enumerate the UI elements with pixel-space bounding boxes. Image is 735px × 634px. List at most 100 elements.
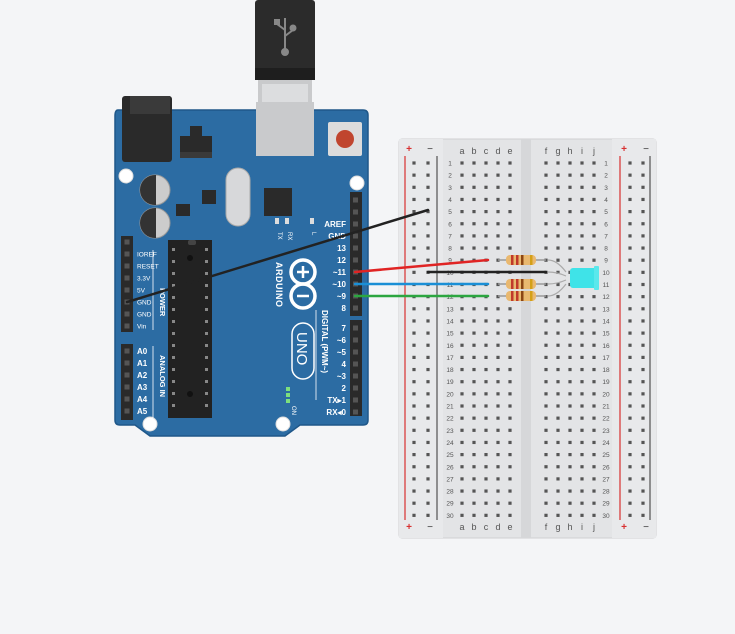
rail-hole[interactable]: [641, 161, 645, 165]
rail-hole[interactable]: [412, 307, 416, 311]
digital-pin[interactable]: [353, 397, 358, 403]
breadboard-hole[interactable]: [580, 234, 584, 238]
breadboard-hole[interactable]: [592, 234, 596, 238]
breadboard-hole[interactable]: [496, 440, 500, 445]
breadboard-hole[interactable]: [592, 197, 596, 202]
rail-hole[interactable]: [628, 465, 632, 469]
breadboard-hole[interactable]: [568, 489, 572, 493]
breadboard-hole[interactable]: [496, 222, 500, 226]
rail-hole[interactable]: [426, 404, 430, 408]
rail-hole[interactable]: [412, 453, 416, 457]
wire-red-pin-11[interactable]: [353, 258, 490, 274]
breadboard-hole[interactable]: [460, 440, 464, 445]
rail-hole[interactable]: [412, 210, 416, 214]
power-pin[interactable]: [124, 287, 130, 293]
breadboard-hole[interactable]: [496, 416, 500, 420]
rail-hole[interactable]: [412, 197, 416, 202]
breadboard-hole[interactable]: [496, 513, 500, 517]
breadboard-hole[interactable]: [592, 489, 596, 493]
rail-hole[interactable]: [426, 392, 430, 396]
digital-pin[interactable]: [353, 233, 358, 239]
digital-pin[interactable]: [353, 197, 358, 203]
breadboard-hole[interactable]: [472, 465, 476, 469]
breadboard-hole[interactable]: [496, 173, 500, 177]
rail-hole[interactable]: [641, 355, 645, 359]
breadboard-hole[interactable]: [472, 210, 476, 214]
breadboard-hole[interactable]: [556, 319, 560, 323]
analog-pin[interactable]: [124, 348, 130, 354]
breadboard-hole[interactable]: [496, 477, 500, 481]
rail-hole[interactable]: [628, 319, 632, 323]
breadboard-hole[interactable]: [472, 355, 476, 359]
breadboard-hole[interactable]: [496, 367, 500, 372]
rail-hole[interactable]: [426, 222, 430, 226]
breadboard-hole[interactable]: [580, 489, 584, 493]
power-pin[interactable]: [124, 251, 130, 257]
breadboard-hole[interactable]: [472, 416, 476, 420]
rail-hole[interactable]: [628, 258, 632, 262]
breadboard-hole[interactable]: [508, 392, 512, 396]
rail-hole[interactable]: [628, 416, 632, 420]
breadboard-hole[interactable]: [484, 392, 488, 396]
breadboard-hole[interactable]: [592, 367, 596, 372]
rail-hole[interactable]: [628, 270, 632, 274]
breadboard-hole[interactable]: [556, 355, 560, 359]
breadboard-hole[interactable]: [508, 416, 512, 420]
rail-hole[interactable]: [426, 380, 430, 384]
breadboard-hole[interactable]: [544, 343, 548, 347]
breadboard-hole[interactable]: [460, 404, 464, 408]
rail-hole[interactable]: [641, 367, 645, 372]
breadboard-hole[interactable]: [556, 210, 560, 214]
breadboard-hole[interactable]: [484, 234, 488, 238]
breadboard-hole[interactable]: [508, 343, 512, 347]
rail-hole[interactable]: [628, 367, 632, 372]
breadboard-hole[interactable]: [568, 367, 572, 372]
breadboard-hole[interactable]: [568, 513, 572, 517]
breadboard-hole[interactable]: [472, 392, 476, 396]
breadboard-hole[interactable]: [508, 465, 512, 469]
rail-hole[interactable]: [426, 428, 430, 432]
breadboard-hole[interactable]: [508, 307, 512, 311]
rail-hole[interactable]: [641, 428, 645, 432]
rail-hole[interactable]: [426, 477, 430, 481]
breadboard-hole[interactable]: [508, 234, 512, 238]
breadboard-hole[interactable]: [472, 331, 476, 335]
breadboard-hole[interactable]: [460, 489, 464, 493]
breadboard-hole[interactable]: [496, 234, 500, 238]
breadboard-hole[interactable]: [508, 440, 512, 445]
rail-hole[interactable]: [641, 489, 645, 493]
breadboard-hole[interactable]: [580, 331, 584, 335]
rail-hole[interactable]: [412, 513, 416, 517]
breadboard-hole[interactable]: [592, 380, 596, 384]
digital-pin[interactable]: [353, 349, 358, 355]
power-pin[interactable]: [124, 239, 130, 245]
breadboard-hole[interactable]: [568, 440, 572, 445]
rail-hole[interactable]: [628, 197, 632, 202]
breadboard-hole[interactable]: [544, 197, 548, 202]
breadboard-hole[interactable]: [544, 440, 548, 445]
rail-hole[interactable]: [426, 307, 430, 311]
breadboard-hole[interactable]: [556, 392, 560, 396]
breadboard-hole[interactable]: [568, 477, 572, 481]
breadboard-hole[interactable]: [544, 307, 548, 311]
breadboard-hole[interactable]: [472, 222, 476, 226]
breadboard-hole[interactable]: [508, 319, 512, 323]
rail-hole[interactable]: [426, 331, 430, 335]
breadboard-hole[interactable]: [544, 513, 548, 517]
rail-hole[interactable]: [412, 404, 416, 408]
breadboard-hole[interactable]: [508, 489, 512, 493]
rail-hole[interactable]: [628, 453, 632, 457]
breadboard-hole[interactable]: [508, 173, 512, 177]
breadboard-hole[interactable]: [484, 501, 488, 505]
breadboard-hole[interactable]: [580, 185, 584, 189]
rail-hole[interactable]: [412, 380, 416, 384]
breadboard-hole[interactable]: [460, 392, 464, 396]
rail-hole[interactable]: [426, 343, 430, 347]
breadboard-hole[interactable]: [568, 453, 572, 457]
rail-hole[interactable]: [412, 173, 416, 177]
breadboard-hole[interactable]: [508, 513, 512, 517]
breadboard-hole[interactable]: [592, 222, 596, 226]
breadboard-hole[interactable]: [472, 197, 476, 202]
wire-gnd-to-rail[interactable]: [125, 208, 430, 304]
rail-hole[interactable]: [426, 161, 430, 165]
